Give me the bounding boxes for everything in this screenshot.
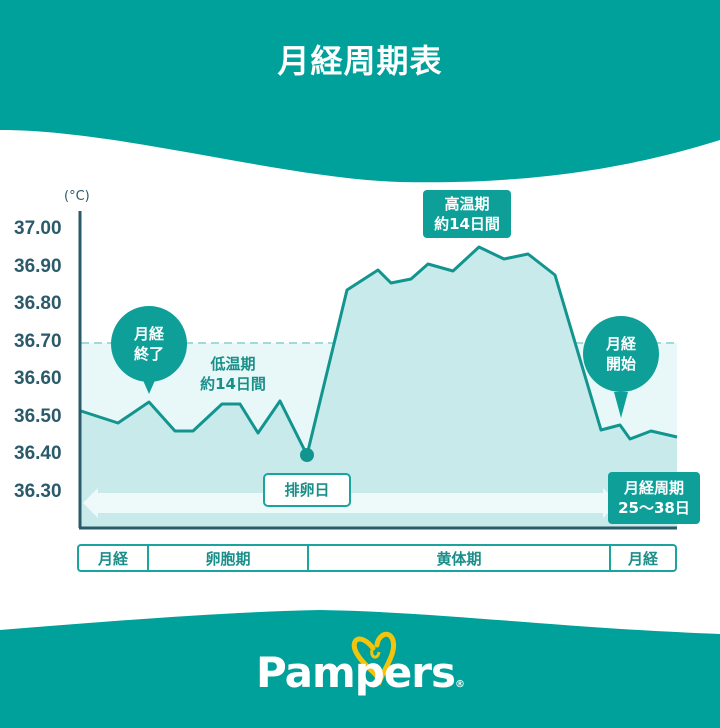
ovulation-day-label: 排卵日 [284, 481, 330, 499]
low-temp-period-label: 低温期 約14日間 [192, 354, 274, 394]
registered-mark: ® [455, 679, 465, 690]
label-line: 月経周期 [623, 479, 684, 497]
y-tick: 36.30 [14, 481, 62, 502]
menstruation-end-bubble: 月経終了 [111, 306, 187, 382]
y-tick: 36.60 [14, 368, 62, 389]
label-line: 25〜38日 [618, 499, 690, 517]
high-temp-period-label: 高温期 約14日間 [423, 194, 511, 234]
bubble-line: 月経 [605, 335, 636, 353]
phase-bar: 月経 卵胞期 黄体期 月経 [77, 544, 677, 572]
label-line: 約14日間 [200, 375, 266, 393]
phase-follicular: 卵胞期 [149, 546, 309, 570]
area-fill [81, 247, 677, 527]
phase-menstruation: 月経 [627, 549, 658, 568]
menstruation-start-bubble: 月経開始 [583, 316, 659, 392]
y-tick: 36.50 [14, 406, 62, 427]
phase-luteal: 黄体期 [309, 546, 611, 570]
ovulation-point [300, 448, 314, 462]
bubble-line: 月経 [133, 325, 164, 343]
phase-menstruation: 月経 [79, 546, 149, 570]
pampers-logo: Pampers® [0, 648, 720, 697]
temperature-line [80, 245, 678, 457]
y-tick: 36.40 [14, 443, 62, 464]
y-tick: 36.80 [14, 293, 62, 314]
label-line: 高温期 [444, 195, 490, 213]
y-axis-unit: (°C) [64, 189, 90, 204]
cycle-length-label: 月経周期 25〜38日 [608, 478, 700, 518]
label-line: 約14日間 [434, 215, 500, 233]
y-tick: 37.00 [14, 218, 62, 239]
page-title: 月経周期表 [277, 42, 443, 80]
label-line: 低温期 [210, 355, 256, 373]
bubble-line: 開始 [605, 355, 636, 373]
brand-name: Pampers [255, 648, 456, 697]
y-tick: 36.90 [14, 256, 62, 277]
y-tick: 36.70 [14, 331, 62, 352]
cycle-arrow [92, 493, 610, 513]
bubble-line: 終了 [133, 345, 164, 363]
